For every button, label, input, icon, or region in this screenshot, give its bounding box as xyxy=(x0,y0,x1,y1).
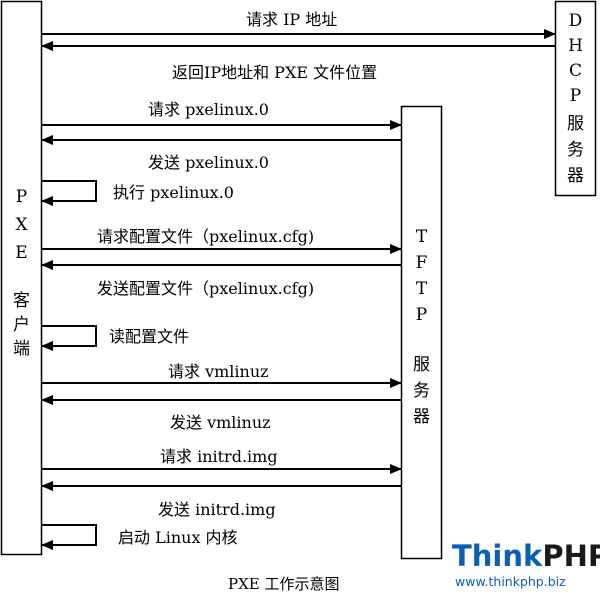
message-label-m13: 启动 Linux 内核 xyxy=(118,528,238,547)
dhcp-server-label-3: P xyxy=(570,86,581,106)
message-m1: 请求 IP 地址 xyxy=(42,10,556,39)
message-m5: 执行 pxelinux.0 xyxy=(41,180,234,206)
message-label-m9: 请求 vmlinuz xyxy=(168,362,269,381)
pxe-client-label-2: E xyxy=(15,243,27,263)
pxe-client-label-0: P xyxy=(16,187,27,207)
watermark-brand: ThinkPHP xyxy=(452,539,600,573)
message-label-m8: 读配置文件 xyxy=(109,327,189,346)
message-m4: 发送 pxelinux.0 xyxy=(41,135,401,172)
message-m8: 读配置文件 xyxy=(41,325,189,351)
message-m6: 请求配置文件（pxelinux.cfg) xyxy=(42,227,402,254)
tftp-server-label-5: 务 xyxy=(413,381,430,401)
pxe-client-label-3: 客 xyxy=(13,291,30,311)
diagram-caption: PXE 工作示意图 xyxy=(228,575,340,593)
pxe-client-label-5: 端 xyxy=(13,339,30,359)
message-label-m2: 返回IP地址和 PXE 文件位置 xyxy=(172,63,377,82)
message-label-m10: 发送 vmlinuz xyxy=(170,413,271,432)
dhcp-server-label-5: 务 xyxy=(567,140,584,160)
tftp-server-label-2: T xyxy=(416,279,428,299)
message-m7: 发送配置文件（pxelinux.cfg) xyxy=(41,260,401,298)
watermark-brand-php: PHP xyxy=(542,539,600,573)
watermark-url: www.thinkphp.biz xyxy=(455,574,566,589)
message-label-m3: 请求 pxelinux.0 xyxy=(148,100,269,119)
dhcp-server-box: D H C P 服 务 器 xyxy=(554,0,597,197)
tftp-server-label-6: 器 xyxy=(413,407,430,427)
pxe-client-box: P X E 客 户 端 xyxy=(0,0,43,556)
dhcp-server-label-6: 器 xyxy=(567,166,584,186)
message-m10: 发送 vmlinuz xyxy=(41,395,401,432)
message-m11: 请求 initrd.img xyxy=(42,447,402,474)
dhcp-server-label-2: C xyxy=(569,61,582,81)
tftp-server-box: T F T P 服 务 器 xyxy=(400,105,443,560)
message-label-m4: 发送 pxelinux.0 xyxy=(148,153,269,172)
message-m9: 请求 vmlinuz xyxy=(42,362,402,388)
dhcp-server-label-1: H xyxy=(568,36,583,56)
thinkphp-watermark-logo: ThinkPHP www.thinkphp.biz xyxy=(452,539,600,589)
self-loop-execute xyxy=(41,180,97,206)
tftp-server-label-1: F xyxy=(416,253,428,273)
message-label-m12: 发送 initrd.img xyxy=(158,500,276,519)
message-m13: 启动 Linux 内核 xyxy=(41,524,238,550)
dhcp-server-label-0: D xyxy=(569,11,583,31)
dhcp-server-label-4: 服 xyxy=(567,114,584,134)
watermark-brand-think: Think xyxy=(452,539,543,573)
tftp-server-label-4: 服 xyxy=(413,355,430,375)
message-m12: 发送 initrd.img xyxy=(41,481,401,519)
tftp-server-label-3: P xyxy=(416,305,427,325)
tftp-server-label-0: T xyxy=(416,227,428,247)
pxe-client-label-1: X xyxy=(15,215,28,235)
message-label-m6: 请求配置文件（pxelinux.cfg) xyxy=(97,227,314,246)
message-m3: 请求 pxelinux.0 xyxy=(42,100,402,130)
message-label-m7: 发送配置文件（pxelinux.cfg) xyxy=(97,279,314,298)
self-loop-boot-kernel xyxy=(41,524,97,550)
self-loop-read-config xyxy=(41,325,97,351)
message-m2: 返回IP地址和 PXE 文件位置 xyxy=(41,41,555,82)
message-label-m5: 执行 pxelinux.0 xyxy=(113,183,234,202)
message-label-m11: 请求 initrd.img xyxy=(160,447,278,466)
message-label-m1: 请求 IP 地址 xyxy=(246,10,337,29)
pxe-client-label-4: 户 xyxy=(13,315,30,335)
